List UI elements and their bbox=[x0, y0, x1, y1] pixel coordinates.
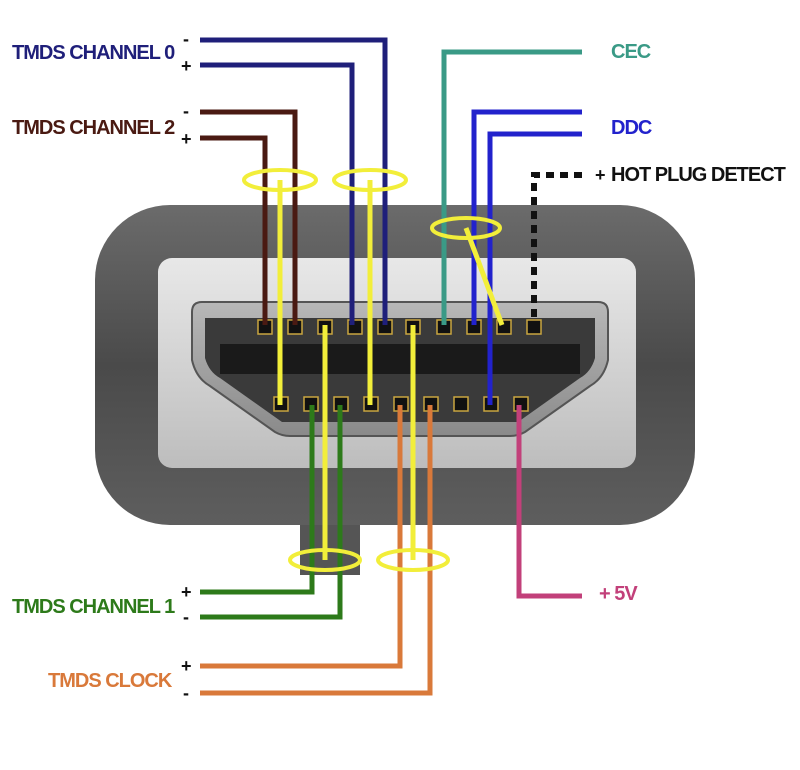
label-tmds-channel-0: TMDS CHANNEL 0 bbox=[12, 42, 175, 64]
wire-tmds-clock-minus bbox=[200, 405, 433, 696]
sign-tmds-clock-minus: - bbox=[183, 683, 189, 703]
sign-tmds-channel-2-minus: - bbox=[183, 101, 189, 121]
pin-tongue bbox=[220, 344, 580, 374]
shield-ring-ddc bbox=[430, 216, 502, 240]
shield-rings bbox=[242, 168, 502, 572]
wire-tmds-channel-2-plus bbox=[200, 135, 268, 325]
sign-hot-plug-detect-plus: + bbox=[595, 165, 606, 185]
shield-ring-channel-2 bbox=[242, 168, 318, 192]
wire-hot-plug-detect bbox=[531, 172, 582, 325]
pin-top-10 bbox=[526, 319, 542, 335]
label-ddc: DDC bbox=[611, 117, 652, 139]
pin-array bbox=[257, 319, 542, 412]
wire-tmds-channel-2-minus bbox=[200, 109, 298, 325]
sign-tmds-channel-0-minus: - bbox=[183, 29, 189, 49]
shield-ring-channel-1 bbox=[288, 548, 362, 572]
sign-tmds-channel-0-plus: + bbox=[181, 56, 192, 76]
label-tmds-clock: TMDS CLOCK bbox=[48, 670, 173, 692]
shield-ring-clock bbox=[376, 548, 450, 572]
label-plus-5v: + 5V bbox=[599, 583, 638, 605]
sign-tmds-channel-2-plus: + bbox=[181, 129, 192, 149]
pin-bottom-7 bbox=[453, 396, 469, 412]
sign-tmds-channel-1-minus: - bbox=[183, 607, 189, 627]
wire-tmds-channel-1-minus bbox=[200, 405, 343, 620]
label-tmds-channel-1: TMDS CHANNEL 1 bbox=[12, 596, 175, 618]
wire-tmds-channel-1-plus bbox=[200, 405, 315, 595]
wire-shield-ddc bbox=[463, 227, 505, 326]
wire-tmds-channel-0-minus bbox=[200, 37, 388, 325]
wire-plus-5v bbox=[516, 405, 582, 599]
wire-tmds-clock-plus bbox=[200, 405, 403, 669]
hdmi-connector bbox=[95, 205, 695, 575]
shield-ring-channel-0 bbox=[332, 168, 408, 192]
wire-ddc-2 bbox=[487, 131, 582, 405]
label-tmds-channel-2: TMDS CHANNEL 2 bbox=[12, 117, 175, 139]
sign-tmds-channel-1-plus: + bbox=[181, 582, 192, 602]
sign-tmds-clock-plus: + bbox=[181, 656, 192, 676]
label-hot-plug-detect: HOT PLUG DETECT bbox=[611, 164, 786, 186]
label-cec: CEC bbox=[611, 41, 651, 63]
wire-tmds-channel-0-plus bbox=[200, 62, 355, 325]
